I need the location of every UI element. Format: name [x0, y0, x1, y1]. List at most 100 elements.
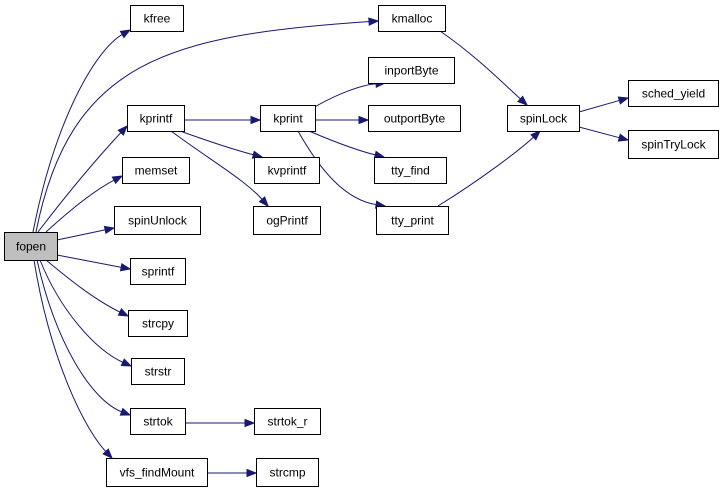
node-box — [131, 358, 185, 385]
node-box — [130, 408, 186, 435]
arrowhead-icon — [119, 407, 132, 416]
arrowhead-icon — [517, 95, 529, 106]
edge-line — [308, 130, 377, 156]
node-spinunlock[interactable]: spinUnlock — [114, 206, 201, 235]
node-kprintf[interactable]: kprintf — [127, 105, 185, 132]
node-kvprintf[interactable]: kvprintf — [254, 157, 320, 184]
node-label: sched_yield — [642, 87, 705, 101]
edge-line — [37, 131, 122, 233]
edge-kmalloc-to-spinLock — [439, 30, 529, 106]
node-tty-print[interactable]: tty_print — [376, 206, 449, 235]
node-box — [628, 130, 719, 159]
node-inportbyte[interactable]: inportByte — [368, 57, 455, 84]
node-box — [130, 258, 186, 285]
edge-line — [578, 126, 621, 139]
node-strcmp[interactable]: strcmp — [256, 458, 319, 487]
edge-line — [578, 99, 621, 113]
node-outportbyte[interactable]: outportByte — [368, 105, 461, 132]
arrowhead-icon — [111, 175, 124, 185]
node-label: tty_find — [391, 164, 430, 178]
node-box — [368, 105, 461, 132]
node-box — [254, 408, 321, 435]
edge-line — [56, 229, 107, 241]
edge-fopen-to-strtok — [36, 259, 132, 416]
node-box — [127, 105, 185, 132]
arrowhead-icon — [117, 308, 130, 317]
node-label: spinUnlock — [128, 214, 188, 228]
arrowhead-icon — [120, 358, 133, 367]
arrowhead-icon — [258, 196, 269, 208]
edge-fopen-to-strcpy — [45, 259, 130, 317]
edge-line — [33, 259, 107, 453]
node-label: spinLock — [520, 112, 568, 126]
node-box — [374, 157, 447, 184]
node-fopen[interactable]: fopen — [4, 232, 58, 261]
node-box — [507, 105, 580, 132]
edge-line — [32, 33, 124, 233]
edge-line — [56, 254, 123, 268]
edge-line — [297, 130, 378, 206]
edge-strtok-to-strtok_r — [185, 418, 256, 428]
node-label: fopen — [16, 240, 46, 254]
arrowhead-icon — [246, 468, 258, 478]
node-spinlock[interactable]: spinLock — [507, 105, 580, 132]
edge-fopen-to-kfree — [32, 29, 132, 233]
node-vfs-findmount[interactable]: vfs_findMount — [106, 458, 208, 487]
node-label: kvprintf — [268, 164, 307, 178]
edge-line — [437, 136, 535, 207]
edge-layer — [32, 17, 630, 478]
node-label: tty_print — [391, 214, 434, 228]
node-spintrylock[interactable]: spinTryLock — [628, 130, 719, 159]
node-label: kmalloc — [392, 12, 433, 26]
node-box — [628, 80, 719, 107]
node-box — [378, 5, 446, 32]
node-strtok-r[interactable]: strtok_r — [254, 408, 321, 435]
node-strcpy[interactable]: strcpy — [128, 310, 188, 337]
edge-kprint-to-outportByte — [315, 115, 370, 125]
edge-kprint-to-inportByte — [312, 79, 387, 109]
edge-line — [39, 259, 124, 364]
edge-line — [170, 130, 264, 201]
arrowhead-icon — [119, 263, 132, 272]
arrowhead-icon — [358, 115, 370, 125]
node-kprint[interactable]: kprint — [260, 105, 316, 132]
edge-vfs_findMount-to-strcmp — [207, 468, 258, 478]
node-label: strtok_r — [267, 415, 307, 429]
node-label: ogPrintf — [266, 214, 308, 228]
node-label: vfs_findMount — [120, 466, 195, 480]
node-sched-yield[interactable]: sched_yield — [628, 80, 719, 107]
node-strstr[interactable]: strstr — [131, 358, 185, 385]
edge-line — [36, 259, 123, 413]
node-label: spinTryLock — [641, 138, 706, 152]
node-tty-find[interactable]: tty_find — [374, 157, 447, 184]
node-strtok[interactable]: strtok — [130, 408, 186, 435]
node-kfree[interactable]: kfree — [130, 5, 184, 32]
edge-fopen-to-spinUnlock — [56, 225, 116, 241]
arrowhead-icon — [617, 96, 630, 105]
arrowhead-icon — [117, 124, 128, 136]
edge-line — [179, 130, 255, 156]
node-label: kfree — [144, 12, 171, 26]
edge-line — [439, 30, 522, 100]
node-box — [130, 5, 184, 32]
edge-line — [35, 21, 371, 233]
node-box — [106, 458, 208, 487]
node-memset[interactable]: memset — [122, 157, 190, 184]
node-box — [4, 232, 58, 261]
edge-fopen-to-vfs_findMount — [33, 259, 113, 459]
arrowhead-icon — [530, 130, 542, 141]
node-box — [376, 206, 449, 235]
node-box — [114, 206, 201, 235]
node-box — [256, 458, 319, 487]
node-ogprintf[interactable]: ogPrintf — [253, 206, 321, 235]
node-label: strcpy — [142, 317, 174, 331]
arrowhead-icon — [250, 115, 262, 125]
node-kmalloc[interactable]: kmalloc — [378, 5, 446, 32]
arrowhead-icon — [617, 133, 630, 142]
edge-kprintf-to-ogPrintf — [170, 130, 269, 208]
edge-spinLock-to-spinTryLock — [578, 126, 630, 142]
node-box — [128, 310, 188, 337]
node-label: kprint — [273, 112, 303, 126]
node-sprintf[interactable]: sprintf — [130, 258, 186, 285]
